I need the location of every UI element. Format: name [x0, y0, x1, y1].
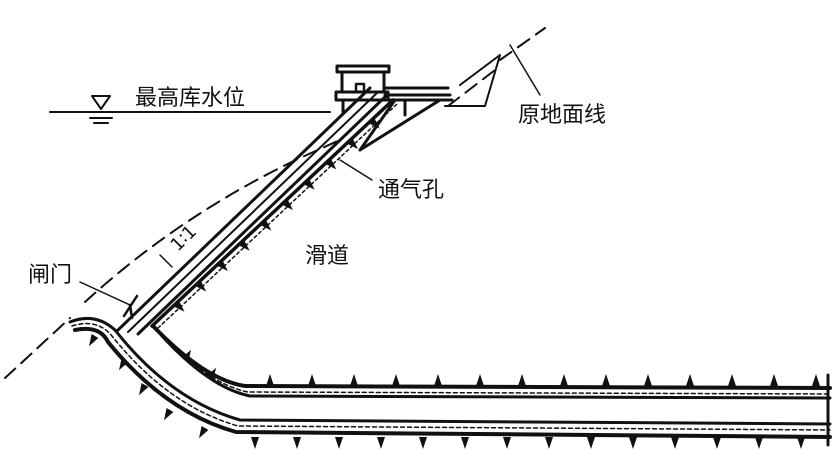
spike-mark [503, 437, 511, 449]
spike-mark [335, 437, 343, 449]
spike-mark [671, 437, 679, 449]
spike-mark [602, 374, 610, 386]
spike-mark [434, 374, 442, 386]
original-ground-line [4, 139, 341, 379]
spike-mark [216, 259, 228, 272]
label-slideway: 滑道 [305, 244, 350, 269]
spike-mark [755, 437, 763, 449]
spike-mark [164, 408, 174, 421]
spike-mark [686, 374, 694, 386]
spike-mark [518, 374, 526, 386]
spike-mark [251, 437, 259, 449]
rock-anchor-marks [89, 117, 820, 449]
spike-mark [238, 239, 250, 251]
label-max-water-level: 最高库水位 [135, 86, 246, 111]
spike-mark [139, 383, 149, 396]
spike-mark [308, 374, 316, 386]
spike-mark [293, 437, 301, 449]
spike-mark [181, 349, 191, 362]
spike-mark [377, 437, 385, 449]
original-ground-line-upper [447, 27, 546, 107]
spike-mark [629, 437, 637, 449]
spike-mark [713, 437, 721, 449]
inclined-shaft [116, 86, 398, 336]
spike-mark [266, 374, 274, 386]
spike-mark [461, 437, 469, 449]
spike-mark [346, 137, 359, 150]
spike-mark [587, 437, 595, 449]
spike-mark [89, 334, 99, 347]
spike-mark [560, 374, 568, 386]
spike-mark [644, 374, 652, 386]
spike-mark [368, 117, 380, 129]
label-air-vent: 通气孔 [378, 178, 445, 203]
spike-mark [325, 158, 337, 170]
spike-mark [194, 280, 207, 292]
spike-mark [173, 300, 185, 312]
spike-mark [545, 437, 553, 449]
spike-mark [770, 374, 778, 386]
spike-mark [119, 358, 129, 371]
spike-mark [812, 374, 820, 386]
spike-mark [797, 437, 805, 449]
spike-mark [392, 374, 400, 386]
spike-mark [419, 437, 427, 449]
spike-mark [206, 367, 216, 380]
label-original-ground-line: 原地面线 [518, 103, 607, 128]
water-level-symbol [49, 95, 331, 124]
gate-symbol [122, 294, 139, 320]
label-gate: 闸门 [28, 263, 73, 288]
tunnel [68, 316, 832, 447]
spike-mark [303, 178, 315, 190]
spike-mark [281, 198, 293, 211]
spike-mark [199, 426, 209, 439]
spike-mark [350, 374, 358, 386]
spike-mark [728, 374, 736, 386]
spike-mark [260, 219, 272, 231]
hoist-tower [334, 64, 454, 152]
spike-mark [476, 374, 484, 386]
